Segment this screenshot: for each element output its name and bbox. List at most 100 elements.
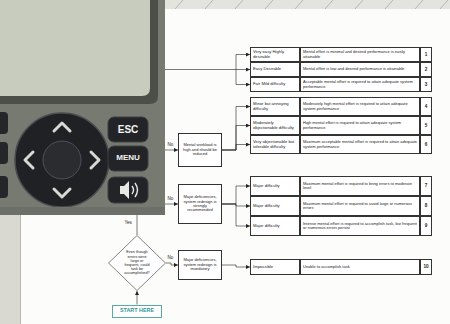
flow-label: No (167, 197, 174, 202)
direction-pad (15, 113, 109, 207)
node-text: Very objectionable but tolerable difficu… (253, 140, 297, 149)
rating-number-box: 2 (420, 62, 432, 77)
rating-description-box: Moderately high mental effort is require… (300, 97, 420, 116)
flow-line (158, 69, 236, 70)
rating-number-box: 1 (420, 47, 432, 62)
flow-connector (166, 263, 178, 265)
rating-description-box: Acceptable mental effort is required to … (300, 77, 420, 92)
node-text: Acceptable mental effort is required to … (303, 80, 417, 89)
rating-adjective-box: Major difficulty (250, 196, 300, 216)
rating-adjective-box: Moderately objectionable difficulty (250, 116, 300, 135)
rating-description-box: High mental effort is required to attain… (300, 116, 420, 135)
rating-description-box: Maximum mental effort is required to avo… (300, 196, 420, 216)
scan-strip (165, 0, 450, 9)
flow-connector (222, 145, 250, 151)
esc-button (108, 117, 148, 142)
node-text: Easy Desirable (253, 67, 281, 72)
device-body (0, 0, 165, 215)
node-text: 9 (425, 223, 428, 228)
node-text: 3 (425, 82, 428, 87)
flow-line (137, 212, 138, 235)
rating-adjective-box: Major difficulty (250, 176, 300, 196)
device-shadow (0, 207, 165, 215)
button-label: ESC (108, 117, 148, 142)
rating-number-box: 6 (420, 135, 432, 154)
node-text: Even though errors were large or frequen… (123, 250, 151, 275)
sound-wave (132, 186, 134, 194)
node-text: 8 (425, 203, 428, 208)
node-text: Major deficiencies, system redesign is m… (181, 258, 219, 271)
workload-box: Mental workload is high and should be re… (178, 133, 222, 167)
node-text: Very easy Highly desirable (253, 50, 297, 59)
flow-connector (222, 265, 250, 267)
node-text: START HERE (120, 308, 154, 314)
flow-line (236, 54, 250, 55)
node-text: 1 (425, 52, 428, 57)
flow-connector (222, 204, 250, 226)
flow-connector (137, 291, 138, 305)
node-text: Major difficulty (253, 224, 280, 229)
flow-label: No (167, 143, 174, 148)
sound-button (108, 177, 148, 203)
flow-connector (222, 107, 250, 151)
arrow-up-key (54, 123, 70, 131)
deficiency-box: Major deficiencies, system redesign is m… (178, 250, 222, 280)
node-text: Major difficulty (253, 204, 280, 209)
rating-description-box: Mental effort is low and desired perform… (300, 62, 420, 77)
rating-adjective-box: Very objectionable but tolerable difficu… (250, 135, 300, 154)
rating-description-box: Mental effort is minimal and desired per… (300, 47, 420, 62)
side-button (0, 112, 8, 134)
node-text: Mental effort is minimal and desired per… (303, 50, 417, 59)
sound-wave (135, 183, 138, 197)
flow-label: Yes (124, 221, 132, 226)
rating-number-box: 7 (420, 176, 432, 196)
side-button (0, 176, 8, 198)
node-text: Moderately high mental effort is require… (303, 102, 417, 111)
page-edge (20, 215, 21, 324)
rating-number-box: 8 (420, 196, 432, 216)
rating-number-box: 9 (420, 216, 432, 236)
deficiency-box: Major deficiencies, system redesign is s… (178, 184, 222, 224)
node-text: 10 (423, 264, 428, 269)
rating-number-box: 4 (420, 97, 432, 116)
node-text: Fair Mild difficulty (253, 82, 285, 87)
node-text: High mental effort is required to attain… (303, 121, 417, 130)
rating-number-box: 3 (420, 77, 432, 92)
rating-description-box: Maximum mental effort is required to bri… (300, 176, 420, 196)
arrow-left-key (25, 152, 33, 168)
node-text: 7 (425, 183, 428, 188)
node-text: 4 (425, 104, 428, 109)
rating-description-box: Unable to accomplish task (300, 259, 420, 275)
rating-adjective-box: Impossible (250, 259, 300, 275)
node-text: Maximum acceptable mental effort is requ… (303, 140, 417, 149)
rating-adjective-box: Very easy Highly desirable (250, 47, 300, 62)
node-text: Moderately objectionable difficulty (253, 121, 297, 130)
screen-bezel (0, 0, 158, 104)
node-text: Major difficulty (253, 184, 280, 189)
flow-line (236, 84, 250, 85)
node-text: Minor but annoying difficulty (253, 102, 297, 111)
node-text: 6 (425, 142, 428, 147)
page-margin (0, 215, 20, 324)
flow-connector (222, 126, 250, 151)
side-button (0, 142, 8, 164)
arrow-right-key (91, 152, 99, 168)
decision-diamond: Even though errors were large or frequen… (108, 235, 166, 291)
speaker-icon (120, 181, 129, 199)
node-text: 2 (425, 67, 428, 72)
arrow-down-key (54, 189, 70, 197)
node-text: Intense mental effort is required to acc… (303, 222, 417, 231)
lcd-screen (0, 0, 150, 96)
rating-description-box: Intense mental effort is required to acc… (300, 216, 420, 236)
node-text: 5 (425, 123, 428, 128)
node-text: Maximum mental effort is required to avo… (303, 202, 417, 211)
rating-number-box: 5 (420, 116, 432, 135)
flow-label: No (167, 256, 174, 261)
scan-hatch (175, 0, 448, 9)
rating-adjective-box: Minor but annoying difficulty (250, 97, 300, 116)
menu-button (108, 146, 148, 171)
rating-adjective-box: Fair Mild difficulty (250, 77, 300, 92)
rating-adjective-box: Major difficulty (250, 216, 300, 236)
rating-description-box: Maximum acceptable mental effort is requ… (300, 135, 420, 154)
